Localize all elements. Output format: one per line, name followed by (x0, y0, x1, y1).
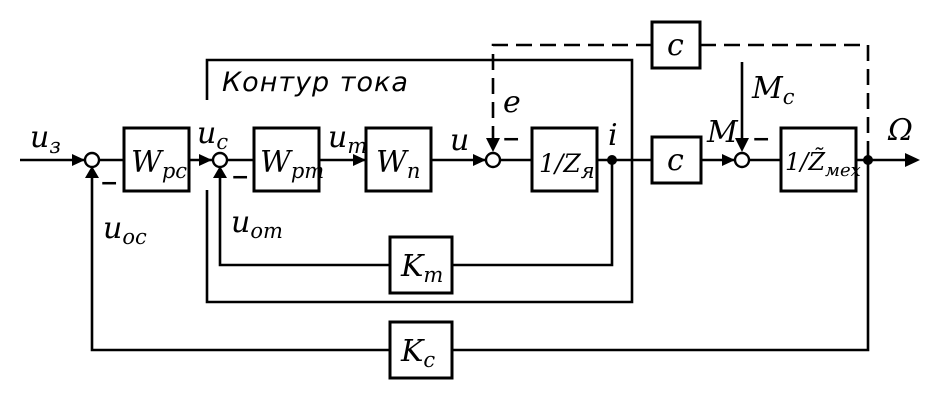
current-contour-label: Контур тока (222, 67, 409, 98)
svg-text:c: c (667, 28, 684, 63)
signal-omega: Ω (887, 113, 913, 148)
speed-feedback-path (90, 160, 870, 352)
summing-junction-torque (733, 151, 751, 169)
svg-text:Wрс: Wрс (131, 145, 187, 183)
svg-text:1/Zя: 1/Zя (539, 149, 595, 183)
branch-point-current (607, 155, 617, 165)
summing-junction-current (211, 151, 229, 169)
u-ot-arrowhead (213, 166, 227, 178)
signal-u-z: uз (30, 120, 61, 158)
signal-e: e (503, 85, 521, 120)
signal-u-t: uт (328, 120, 367, 158)
forward-arrowheads (72, 153, 920, 167)
summing-junction-speed (83, 151, 101, 169)
block-w-p: Wп (364, 126, 433, 193)
signal-i: i (608, 118, 618, 153)
minus-sign-emf: − (502, 127, 520, 152)
svg-text:1/Z̃мех: 1/Z̃мех (785, 148, 861, 181)
block-w-rt: Wрт (252, 126, 324, 193)
minus-sign-torque: − (752, 127, 770, 152)
signal-u-ot: uот (231, 205, 283, 243)
block-c-top: c (650, 20, 702, 70)
block-z-mech: 1/Z̃мех (779, 126, 861, 193)
minus-sign-current: − (231, 165, 249, 190)
minus-sign-speed: − (100, 171, 118, 196)
signal-m-s: Mс (751, 71, 795, 109)
svg-text:Kс: Kс (400, 334, 435, 372)
block-c-mid: c (650, 135, 703, 185)
block-k-c: Kс (388, 320, 454, 380)
summing-junction-emf (484, 151, 502, 169)
signal-u: u (450, 123, 469, 158)
branch-point-speed (863, 155, 873, 165)
current-feedback-path (218, 160, 614, 267)
mc-arrowhead (735, 138, 749, 152)
e-arrowhead (486, 138, 500, 152)
signal-u-os: uос (103, 211, 147, 249)
emf-feedback-dashed-path (491, 43, 870, 157)
u-os-arrowhead (85, 166, 99, 178)
signal-m: M (706, 115, 739, 150)
svg-text:c: c (667, 143, 684, 178)
svg-text:Kт: Kт (400, 249, 443, 287)
svg-text:Wрт: Wрт (260, 145, 324, 183)
block-z-ya: 1/Zя (530, 126, 599, 193)
signal-u-s: uс (197, 116, 228, 154)
svg-text:Wп: Wп (376, 145, 420, 183)
block-w-rs: Wрс (122, 126, 191, 193)
current-contour-outline (205, 58, 634, 304)
block-k-t: Kт (388, 235, 454, 295)
